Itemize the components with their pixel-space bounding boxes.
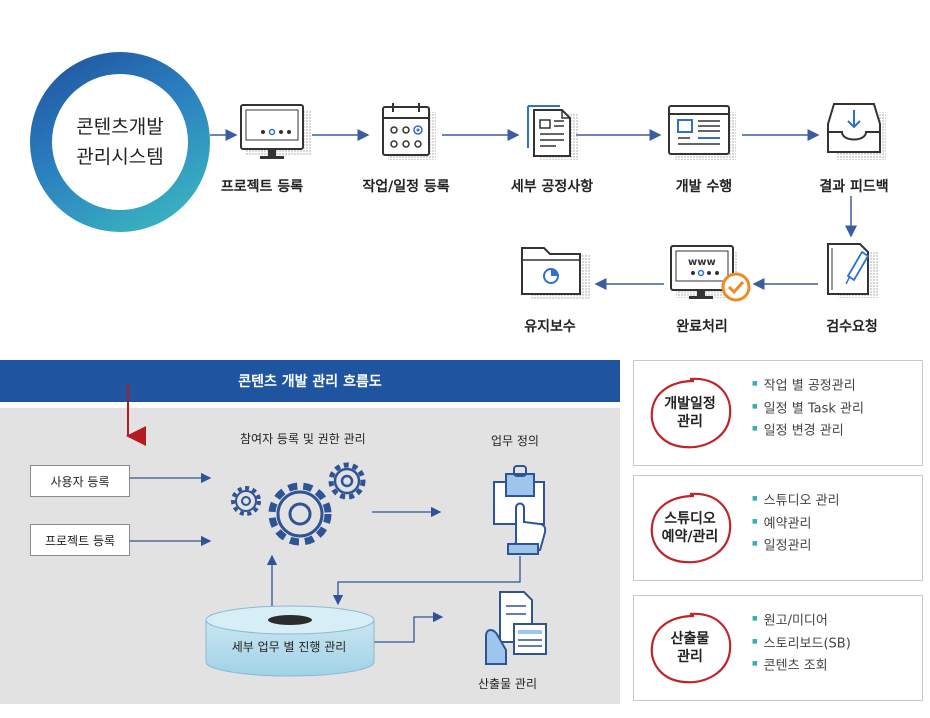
feature-title-output-line1: 산출물 [670,631,710,647]
user-registration-label: 사용자 등록 [50,474,110,489]
arrow-progress-to-output [372,611,444,643]
feature-title-schedule-line1: 개발일정 [664,396,716,412]
red-circle-mark-icon [650,377,732,449]
feature-list-studio: 스튜디오 관리 예약관리 일정관리 [752,490,840,558]
gear-small-left-icon [231,486,261,516]
feature-item: 일정 변경 관리 [752,420,864,443]
task-clipboard-hand-icon [493,465,547,555]
arrow-task-to-progress [332,556,521,606]
flow-chart-header: 콘텐츠 개발 관리 흐름도 [0,360,620,402]
step-label-task: 작업/일정 등록 [362,179,450,195]
step-label-complete: 완료처리 [676,319,728,335]
progress-disc-shape [205,605,375,677]
system-title-line2: 관리시스템 [76,146,164,168]
process-flow: www [210,103,886,302]
feature-box-output: 산출물 관리 원고/미디어 스토리보드(SB) 콘텐츠 조회 [633,595,923,701]
output-label: 산출물 관리 [478,677,538,691]
feature-item: 일정관리 [752,535,840,558]
monitor-www-text: www [688,257,716,268]
feature-item: 콘텐츠 조회 [752,655,851,678]
feature-title-studio-line1: 스튜디오 [664,511,716,527]
step-label-detail: 세부 공정사항 [510,179,594,195]
feature-list-schedule: 작업 별 공정관리 일정 별 Task 관리 일정 변경 관리 [752,375,864,443]
gear-small-right-icon [328,462,366,500]
complete-monitor-icon: www [670,245,738,299]
feature-title-studio-line2: 예약/관리 [661,529,719,545]
participants-label: 참여자 등록 및 권한 관리 [240,432,366,446]
red-circle-mark-icon [650,492,732,564]
browser-window-icon [668,105,736,160]
project-registration-box: 프로젝트 등록 [30,524,130,556]
feature-title-schedule: 개발일정 관리 [634,361,746,465]
feature-title-output: 산출물 관리 [634,596,746,700]
folder-chart-icon [521,247,590,300]
step-label-dev: 개발 수행 [675,179,733,195]
feature-item: 스튜디오 관리 [752,490,840,513]
task-definition-label: 업무 정의 [491,434,539,448]
monitor-icon [240,104,312,159]
output-documents-icon [485,591,547,665]
feature-box-studio: 스튜디오 예약/관리 스튜디오 관리 예약관리 일정관리 [633,475,923,581]
feature-item: 스토리보드(SB) [752,633,851,656]
calendar-icon [382,103,436,160]
project-registration-label: 프로젝트 등록 [44,533,116,548]
step-label-project: 프로젝트 등록 [220,179,304,195]
system-ring: 콘텐츠개발 관리시스템 [30,52,210,232]
step-label-feedback: 결과 피드백 [819,179,889,195]
flow-arrows [210,129,857,290]
document-stack-icon [527,105,578,160]
system-core: 콘텐츠개발 관리시스템 [52,74,188,210]
red-circle-mark-icon [650,612,732,684]
progress-label: 세부 업무 별 진행 관리 [231,640,347,654]
step-label-maintain: 유지보수 [524,319,576,335]
inspection-document-icon [827,243,878,298]
feature-title-output-line2: 관리 [677,649,703,665]
user-registration-box: 사용자 등록 [30,465,130,497]
gear-large-icon [268,482,332,546]
step-label-inspect: 검수요청 [826,319,878,335]
feature-item: 예약관리 [752,513,840,536]
feature-title-studio: 스튜디오 예약/관리 [634,476,746,580]
feature-title-schedule-line2: 관리 [677,414,703,430]
feature-item: 원고/미디어 [752,610,851,633]
feature-box-schedule: 개발일정 관리 작업 별 공정관리 일정 별 Task 관리 일정 변경 관리 [633,360,923,466]
feature-item: 작업 별 공정관리 [752,375,864,398]
feature-item: 일정 별 Task 관리 [752,398,864,421]
check-circle-icon [721,272,751,302]
feature-list-output: 원고/미디어 스토리보드(SB) 콘텐츠 조회 [752,610,851,678]
inbox-tray-icon [827,103,886,160]
system-title-line1: 콘텐츠개발 [76,116,164,138]
